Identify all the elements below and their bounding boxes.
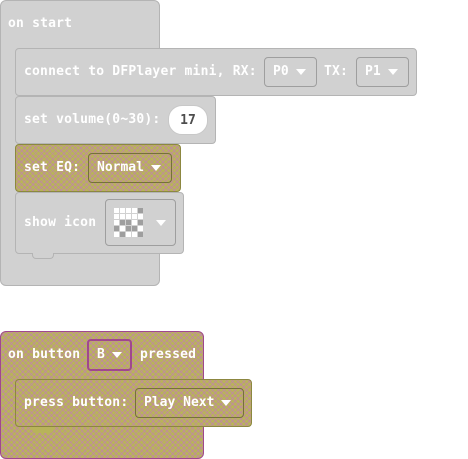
show-icon-label: show icon	[24, 215, 97, 230]
on-button-suffix-label: pressed	[140, 347, 197, 362]
chevron-down-icon	[150, 165, 161, 171]
led-pixel	[132, 232, 137, 237]
rx-pin-dropdown[interactable]: P0	[264, 57, 317, 87]
tx-label: TX:	[324, 64, 349, 79]
led-pixel	[138, 208, 143, 213]
tx-pin-dropdown[interactable]: P1	[356, 57, 409, 87]
led-pixel	[114, 220, 119, 225]
chevron-down-icon	[111, 352, 122, 358]
led-pixel	[126, 220, 131, 225]
led-pixel	[132, 214, 137, 219]
led-pixel	[138, 214, 143, 219]
chevron-down-icon	[295, 69, 306, 75]
volume-input[interactable]: 17	[168, 105, 208, 135]
on-start-label: on start	[8, 16, 73, 31]
led-pixel	[138, 220, 143, 225]
led-pixel	[120, 220, 125, 225]
led-pixel	[138, 226, 143, 231]
chevron-down-icon	[156, 220, 166, 226]
button-select-dropdown[interactable]: B	[87, 339, 132, 371]
chevron-down-icon	[221, 400, 232, 406]
led-pixel	[120, 226, 125, 231]
press-button-label: press button:	[24, 395, 129, 410]
led-pixel	[132, 226, 137, 231]
led-pixel	[126, 232, 131, 237]
press-action-dropdown[interactable]: Play Next	[135, 388, 244, 418]
chevron-down-icon	[387, 69, 398, 75]
on-button-prefix-label: on button	[8, 347, 81, 362]
led-pixel	[132, 208, 137, 213]
led-icon-preview	[114, 208, 143, 237]
eq-dropdown[interactable]: Normal	[88, 153, 172, 183]
led-pixel	[114, 226, 119, 231]
set-eq-label: set EQ:	[24, 160, 81, 175]
led-pixel	[138, 232, 143, 237]
led-pixel	[114, 214, 119, 219]
block-bottom-notch	[32, 427, 54, 433]
set-volume-label: set volume(0~30):	[24, 112, 161, 127]
connect-dfplayer-label: connect to DFPlayer mini, RX:	[24, 64, 257, 79]
led-pixel	[126, 208, 131, 213]
block-bottom-notch	[32, 253, 54, 259]
led-pixel	[126, 214, 131, 219]
led-pixel	[132, 220, 137, 225]
led-pixel	[120, 208, 125, 213]
icon-picker-dropdown[interactable]	[105, 199, 176, 246]
led-pixel	[120, 214, 125, 219]
led-pixel	[120, 232, 125, 237]
led-pixel	[114, 232, 119, 237]
connect-dfplayer-block[interactable]	[15, 48, 417, 96]
led-pixel	[114, 208, 119, 213]
press-button-block[interactable]	[15, 379, 252, 427]
led-pixel	[126, 226, 131, 231]
